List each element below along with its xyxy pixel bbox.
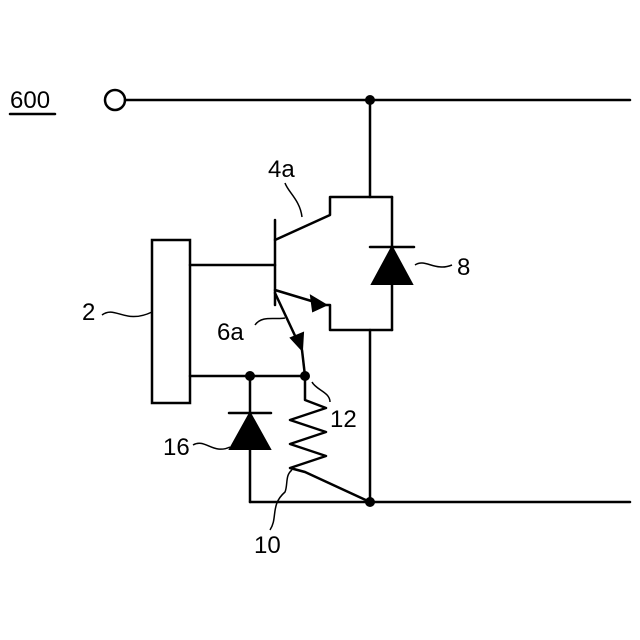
leader-16 bbox=[193, 443, 230, 449]
label-sense-node: 12 bbox=[330, 406, 357, 433]
sense-emitter-arrow bbox=[291, 333, 303, 350]
main-emitter-wire bbox=[326, 305, 392, 330]
label-transistor-main: 4a bbox=[268, 156, 295, 183]
label-clamp-diode: 16 bbox=[163, 434, 190, 461]
diode-16-body bbox=[230, 413, 270, 449]
main-collector-lead bbox=[275, 197, 392, 240]
input-terminal bbox=[105, 90, 125, 110]
controller-block bbox=[152, 240, 190, 403]
leader-8 bbox=[415, 263, 452, 267]
sense-resistor bbox=[290, 376, 370, 502]
leader-10 bbox=[270, 470, 292, 530]
diode-8-body bbox=[372, 247, 412, 284]
label-controller: 2 bbox=[82, 299, 95, 326]
sense-emitter-lead bbox=[275, 293, 297, 340]
leader-4a bbox=[285, 183, 302, 217]
label-sense-resistor: 10 bbox=[254, 532, 281, 559]
leader-2 bbox=[102, 312, 152, 317]
label-transistor-sense: 6a bbox=[217, 319, 244, 346]
leader-12 bbox=[312, 382, 330, 402]
label-circuit: 600 bbox=[10, 87, 50, 114]
label-freewheel-diode: 8 bbox=[457, 254, 470, 281]
main-emitter-arrow bbox=[311, 296, 326, 311]
leader-6a bbox=[255, 318, 285, 325]
